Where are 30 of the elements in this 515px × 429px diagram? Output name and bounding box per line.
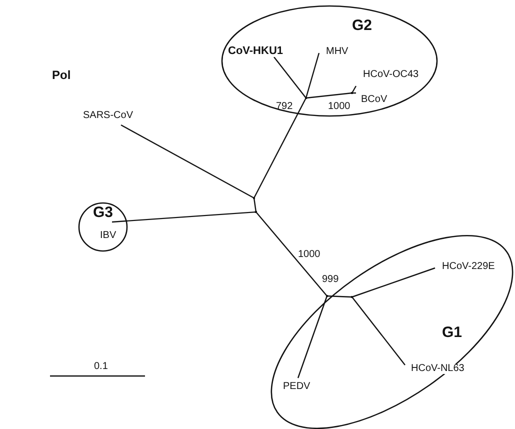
- branch-line: [274, 56, 306, 98]
- taxon-label: BCoV: [361, 95, 388, 105]
- clade-label: G2: [352, 18, 372, 33]
- taxon-label: IBV: [100, 231, 116, 241]
- bootstrap-value: 1000: [298, 250, 320, 260]
- panel-title: Pol: [52, 69, 71, 81]
- taxon-label: MHV: [326, 47, 348, 57]
- branch-line: [120, 124, 254, 199]
- bootstrap-value: 999: [322, 275, 339, 285]
- branch-line: [112, 211, 256, 223]
- taxon-label: SARS-CoV: [83, 111, 134, 121]
- branch-line: [326, 295, 352, 298]
- taxon-label: PEDV: [283, 382, 310, 392]
- branch-line: [305, 52, 320, 98]
- branch-line: [297, 296, 328, 378]
- taxon-label: HCoV-NL63: [411, 364, 464, 374]
- branch-line: [306, 92, 352, 99]
- taxon-label: CoV-HKU1: [228, 46, 284, 57]
- branch-line: [352, 296, 406, 366]
- clade-label: G1: [442, 325, 462, 340]
- branch-line: [256, 212, 328, 296]
- branch-line: [253, 198, 257, 212]
- branch-line: [253, 98, 307, 198]
- taxon-label: HCoV-229E: [442, 262, 495, 272]
- scale-label: 0.1: [94, 362, 108, 372]
- taxon-label: HCoV-OC43: [363, 70, 419, 80]
- branch-line: [352, 267, 436, 298]
- clade-label: G3: [93, 205, 114, 220]
- bootstrap-value: 1000: [328, 102, 350, 112]
- bootstrap-value: 792: [276, 102, 293, 112]
